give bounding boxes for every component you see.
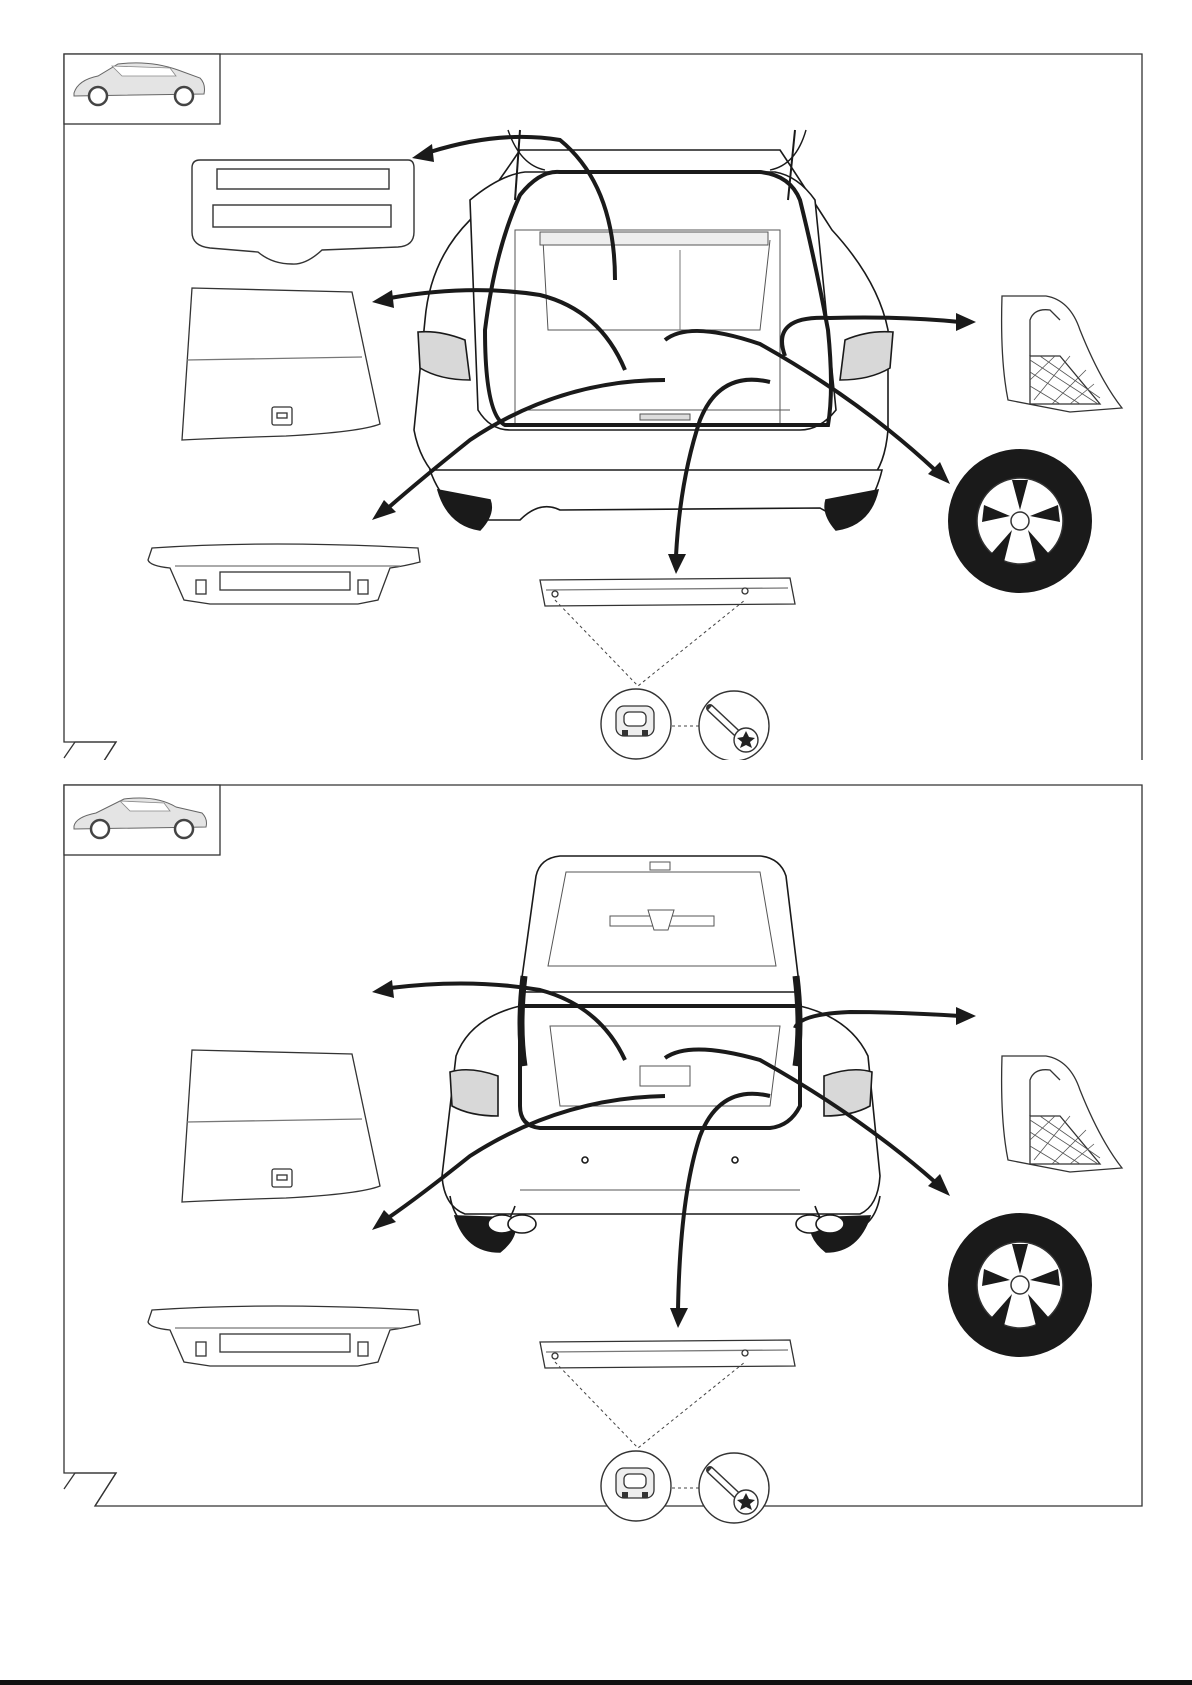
luggage-floor-cover xyxy=(182,1050,380,1202)
lashing-eye xyxy=(601,689,671,759)
diagram-sportback xyxy=(0,0,1192,760)
torx-bolt xyxy=(699,1453,769,1523)
spare-wheel xyxy=(948,449,1092,593)
panel-sportback xyxy=(0,0,1192,760)
vehicle-thumbnail-hatchback xyxy=(64,54,220,124)
corner-fold xyxy=(64,1473,116,1506)
corner-fold xyxy=(64,742,116,760)
car-rear-view-hatchback xyxy=(414,130,893,530)
side-trim-net-panel xyxy=(1002,1056,1122,1172)
torx-bolt xyxy=(699,691,769,760)
callout-leader xyxy=(555,1362,745,1448)
lock-carrier-crossmember xyxy=(540,578,795,606)
rear-sill-trim-panel xyxy=(148,544,420,604)
vehicle-thumbnail-coupe xyxy=(64,785,220,855)
lock-carrier-crossmember xyxy=(540,1340,795,1368)
luggage-floor-cover xyxy=(182,288,380,440)
side-trim-net-panel xyxy=(1002,296,1122,412)
page-bottom-rule xyxy=(0,1680,1192,1685)
spare-wheel xyxy=(948,1213,1092,1357)
rear-sill-trim-panel xyxy=(148,1306,420,1366)
callout-leader xyxy=(555,600,745,686)
car-rear-view-coupe xyxy=(442,856,880,1252)
lashing-eye xyxy=(601,1451,671,1521)
diagram-coupe xyxy=(0,766,1192,1526)
parcel-shelf-cover xyxy=(192,160,414,264)
panel-coupe xyxy=(0,766,1192,1526)
